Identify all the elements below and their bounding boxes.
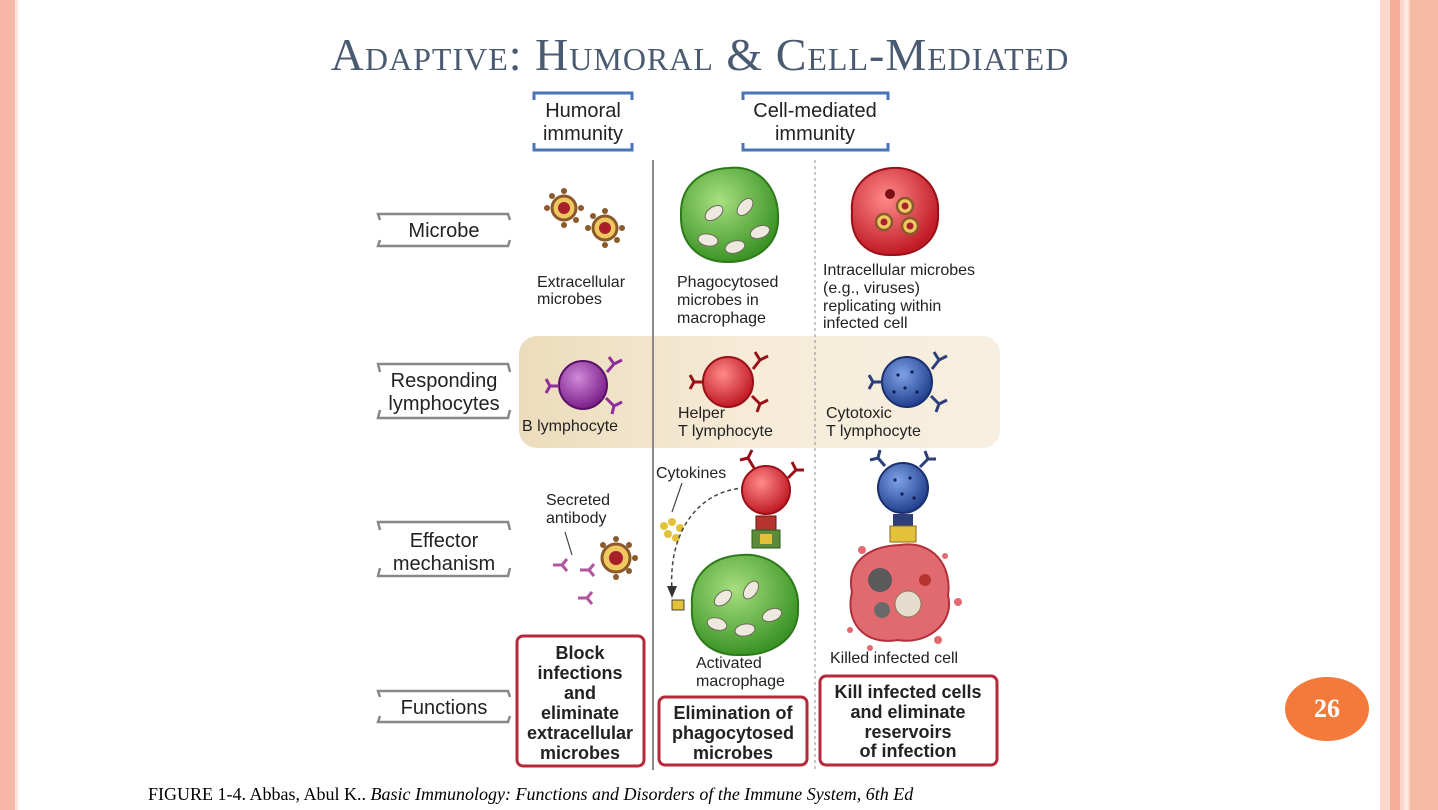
cytokine-signal-icon — [660, 482, 746, 611]
responding-band — [519, 336, 1000, 448]
function-cytotoxic-line2: and eliminate — [850, 702, 965, 722]
caption-phagocytosed-line1: Phagocytosed — [677, 274, 778, 291]
label-b-lymphocyte: B lymphocyte — [522, 418, 618, 435]
function-humoral-line5: extracellular — [527, 723, 633, 743]
function-cytotoxic-line1: Kill infected cells — [834, 682, 981, 702]
row-label-responding: Responding lymphocytes — [376, 362, 512, 420]
caption-phagocytosed: Phagocytosed microbes in macrophage — [677, 274, 778, 327]
row-label-responding-line1: Responding — [391, 370, 498, 392]
function-humoral-line4: eliminate — [541, 703, 619, 723]
frame-right-stripe — [1410, 0, 1438, 810]
function-macrophage-line1: Elimination of — [674, 703, 794, 723]
caption-book-title: Basic Immunology: Functions and Disorder… — [370, 784, 914, 804]
function-humoral-line2: infections — [537, 663, 622, 683]
label-activated-macrophage-line2: macrophage — [696, 673, 785, 690]
row-label-microbe-text: Microbe — [408, 220, 479, 242]
label-secreted-antibody-line1: Secreted — [546, 492, 610, 509]
infected-cell-icon — [850, 166, 940, 257]
function-humoral-line3: and — [564, 683, 596, 703]
caption-intracellular: Intracellular microbes (e.g., viruses) r… — [823, 262, 975, 332]
extracellular-microbe-icon — [544, 188, 625, 248]
header-humoral-line1: Humoral — [545, 100, 621, 122]
b-lymphocyte-icon — [544, 356, 623, 415]
row-label-microbe: Microbe — [376, 212, 512, 248]
label-activated-macrophage-line1: Activated — [696, 655, 762, 672]
frame-left-inner-border — [15, 0, 18, 810]
label-cytotoxic-line2: T lymphocyte — [826, 423, 921, 440]
header-cell-mediated-line2: immunity — [775, 123, 855, 145]
activated-macrophage-icon — [690, 553, 800, 657]
function-cytotoxic-line3: reservoirs — [864, 722, 951, 742]
function-cytotoxic-line4: of infection — [860, 741, 957, 761]
header-cell-mediated-line1: Cell-mediated — [753, 100, 876, 122]
lymphocyte-labels: B lymphocyte Helper T lymphocyte Cytotox… — [522, 405, 921, 440]
caption-intracellular-line2: (e.g., viruses) — [823, 280, 920, 297]
macrophage-phagocytosed-icon — [679, 166, 780, 264]
function-humoral-line6: microbes — [540, 743, 620, 763]
frame-right-stripe — [1404, 0, 1408, 810]
helper-t-lymphocyte-icon — [688, 351, 769, 413]
caption-extracellular-line1: Extracellular — [537, 274, 626, 291]
function-box-cytotoxic: Kill infected cells and eliminate reserv… — [818, 674, 999, 767]
killed-infected-cell-icon — [847, 543, 962, 651]
frame-left-border — [0, 0, 15, 810]
row-label-effector-line1: Effector — [410, 530, 479, 552]
figure-caption: FIGURE 1-4. Abbas, Abul K.. Basic Immuno… — [148, 784, 913, 805]
function-box-humoral: Block infections and eliminate extracell… — [515, 634, 646, 768]
caption-extracellular-line2: microbes — [537, 291, 602, 308]
cytotoxic-t-lymphocyte-icon — [867, 351, 948, 413]
caption-phagocytosed-line3: macrophage — [677, 310, 766, 327]
caption-prefix: FIGURE 1-4. Abbas, Abul K.. — [148, 784, 371, 804]
label-secreted-antibody: Secreted antibody — [546, 492, 610, 527]
label-killed-infected-cell: Killed infected cell — [830, 650, 958, 667]
row-label-responding-line2: lymphocytes — [388, 393, 499, 415]
row-label-functions-text: Functions — [401, 697, 488, 719]
label-cytokines: Cytokines — [656, 465, 726, 482]
label-secreted-antibody-line2: antibody — [546, 510, 607, 527]
caption-phagocytosed-line2: microbes in — [677, 292, 759, 309]
header-humoral: Humoral immunity — [532, 91, 634, 152]
function-box-macrophage: Elimination of phagocytosed microbes — [657, 695, 809, 767]
label-helper-line2: T lymphocyte — [678, 423, 773, 440]
caption-intracellular-line1: Intracellular microbes — [823, 262, 975, 279]
caption-intracellular-line4: infected cell — [823, 315, 908, 332]
caption-extracellular: Extracellular microbes — [537, 274, 626, 308]
function-humoral-line1: Block — [555, 643, 605, 663]
label-helper-line1: Helper — [678, 405, 726, 422]
label-cytotoxic-line1: Cytotoxic — [826, 405, 892, 422]
caption-intracellular-line3: replicating within — [823, 298, 941, 315]
slide-title: Adaptive: Humoral & Cell-Mediated — [330, 29, 1070, 80]
function-macrophage-line2: phagocytosed — [672, 723, 794, 743]
header-humoral-line2: immunity — [543, 123, 623, 145]
secreted-antibody-icon — [553, 531, 638, 605]
frame-right-stripe — [1390, 0, 1400, 810]
helper-t-effector-icon — [739, 449, 804, 549]
page-number-badge: 26 — [1285, 677, 1369, 741]
row-label-effector-line2: mechanism — [393, 553, 495, 575]
label-activated-macrophage: Activated macrophage — [696, 655, 785, 690]
header-cell-mediated: Cell-mediated immunity — [741, 91, 890, 152]
cytotoxic-t-effector-icon — [869, 449, 936, 543]
function-macrophage-line3: microbes — [693, 743, 773, 763]
row-label-effector: Effector mechanism — [376, 520, 512, 578]
row-label-functions: Functions — [376, 689, 512, 724]
